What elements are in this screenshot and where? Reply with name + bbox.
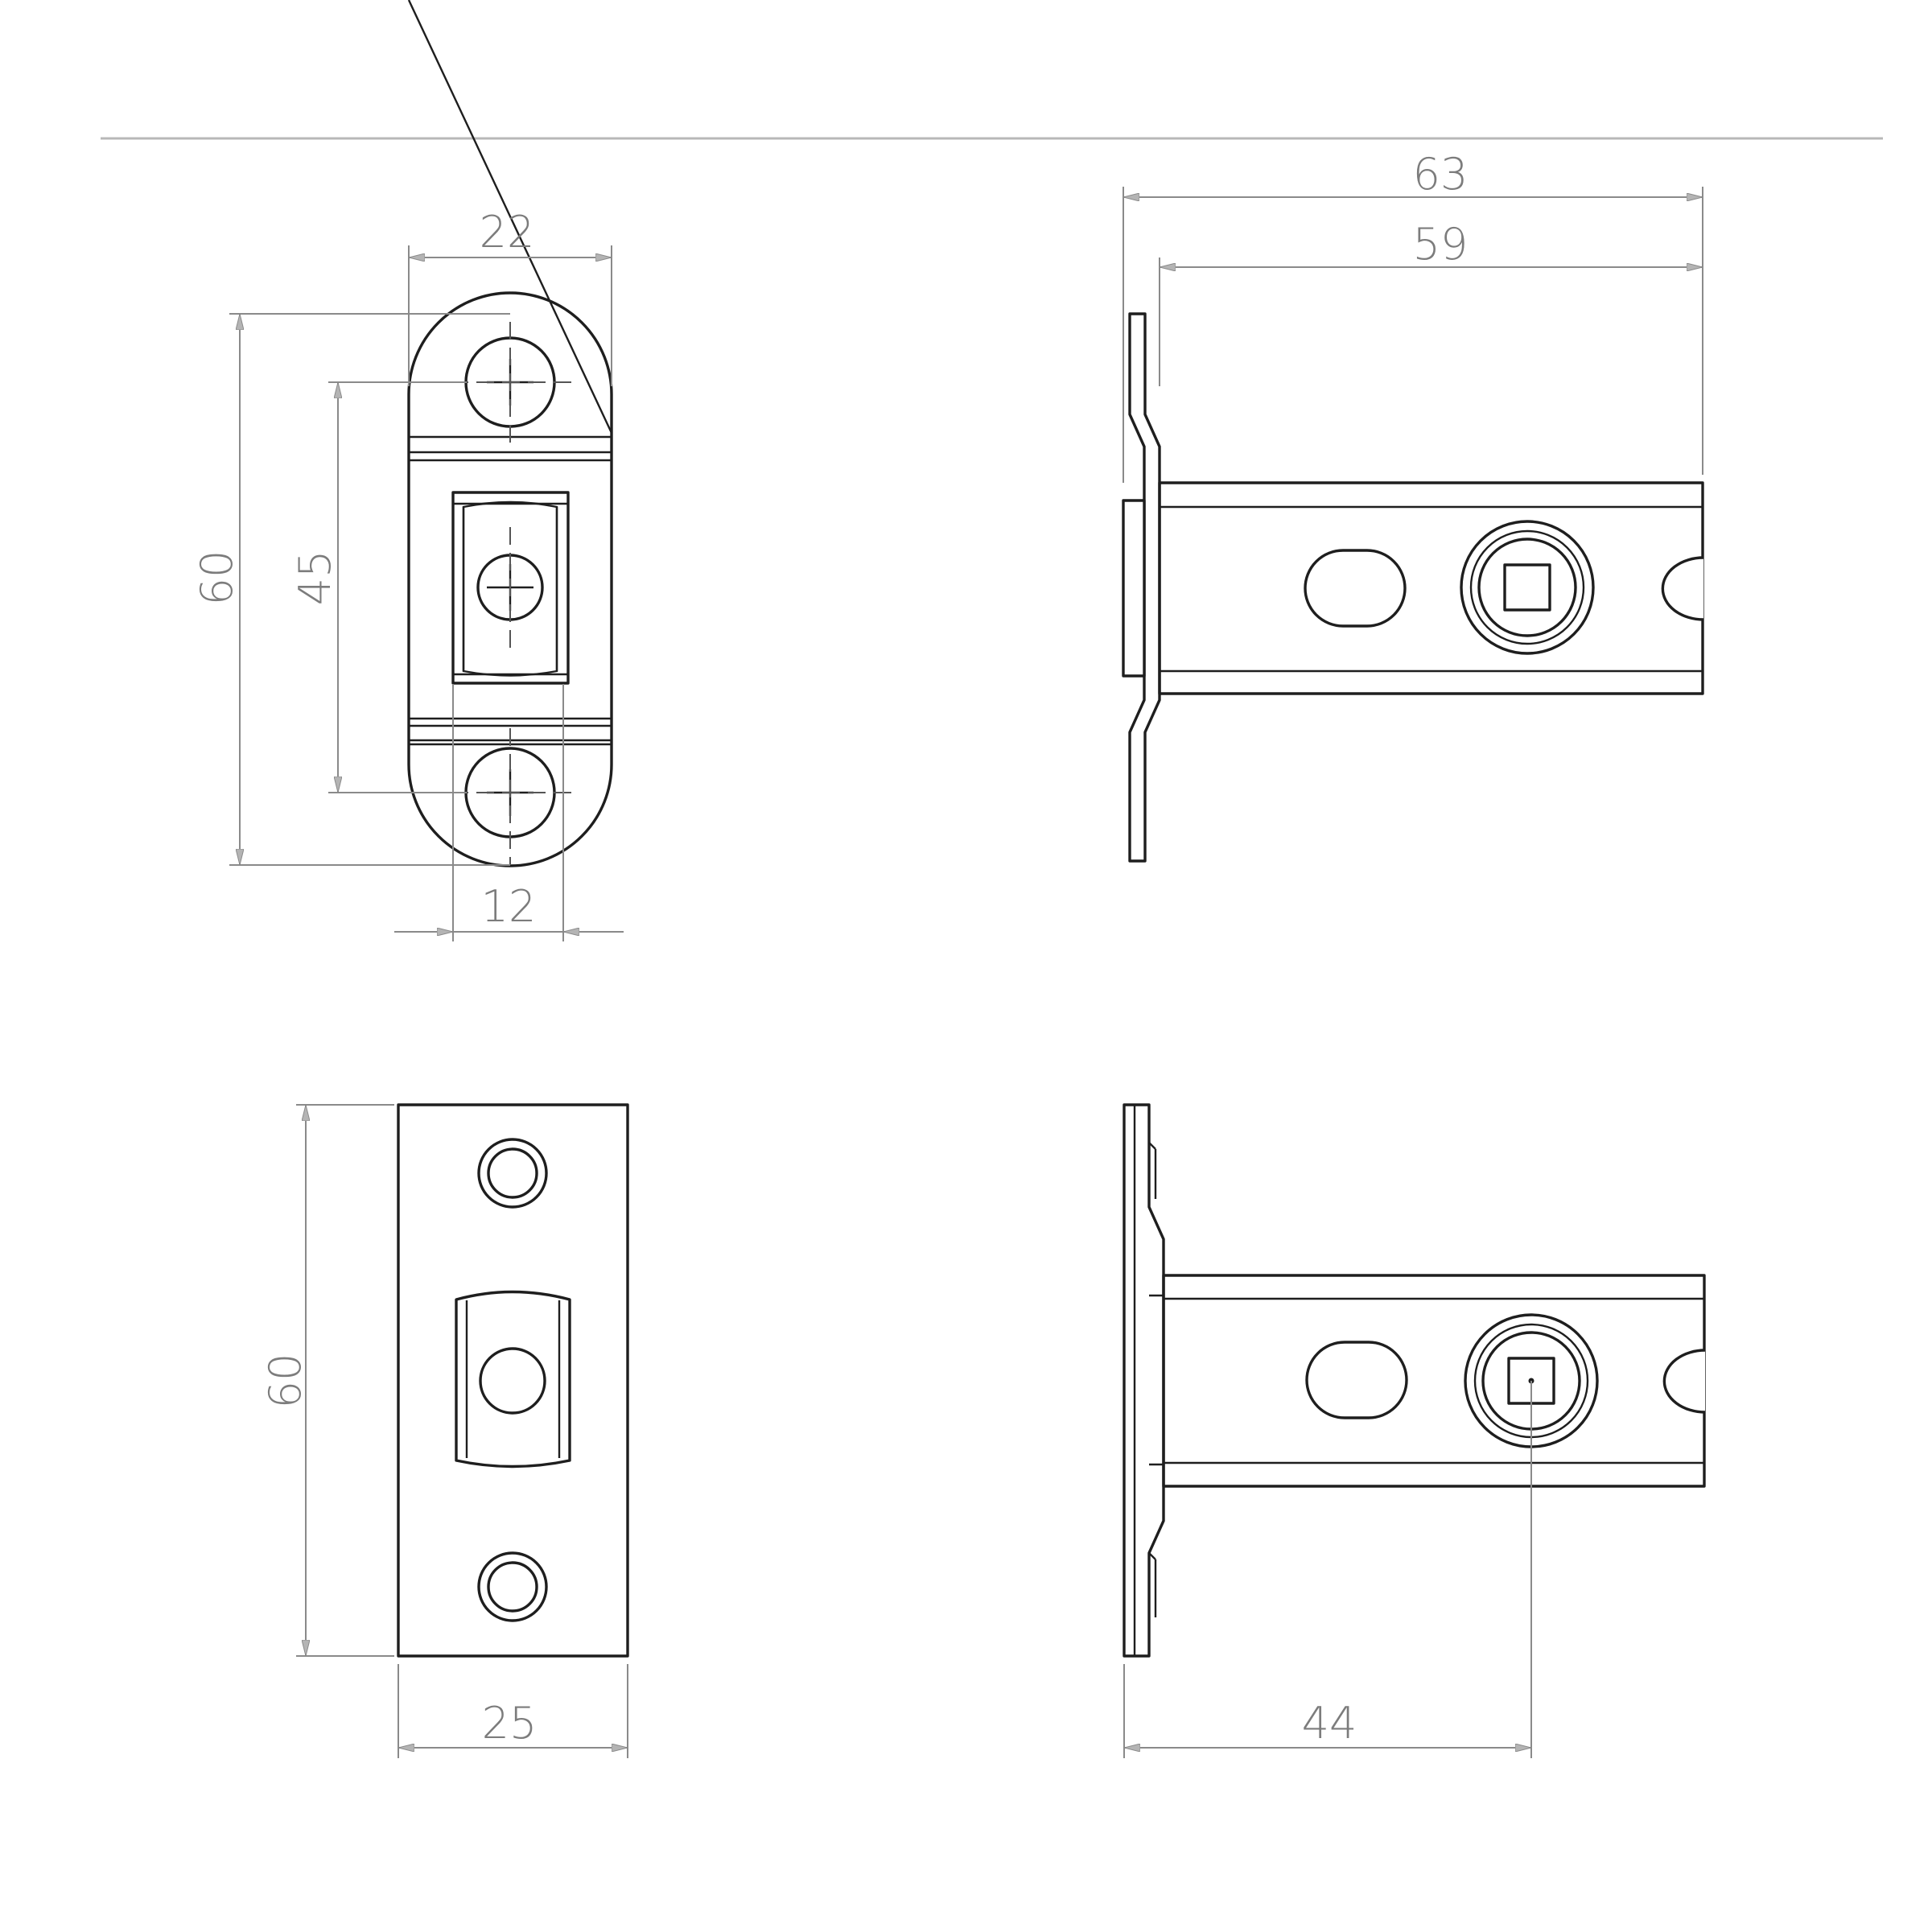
- dim-backset: 44: [1302, 1698, 1357, 1749]
- latch-side-view-top: [1122, 312, 1704, 863]
- dim-overall-length: 63: [1413, 149, 1469, 200]
- forend-front-view: [407, 0, 613, 867]
- dim-striker-width: 25: [482, 1698, 538, 1749]
- latch-top-dimensions: [1123, 187, 1703, 483]
- latch-bottom-dimensions: [1123, 1381, 1532, 1758]
- striker-dimensions: [296, 1104, 628, 1758]
- dim-latch-width: 12: [481, 881, 537, 932]
- dim-body-length: 59: [1413, 219, 1469, 270]
- dim-forend-width: 22: [480, 207, 535, 257]
- striker-plate-view: [397, 1103, 629, 1658]
- dim-forend-height: 60: [192, 550, 242, 606]
- forend-dimensions: [229, 245, 624, 941]
- dim-striker-height: 60: [260, 1353, 311, 1409]
- dim-fixing-centres: 45: [290, 550, 340, 606]
- latch-side-view-bottom: [1123, 1103, 1706, 1658]
